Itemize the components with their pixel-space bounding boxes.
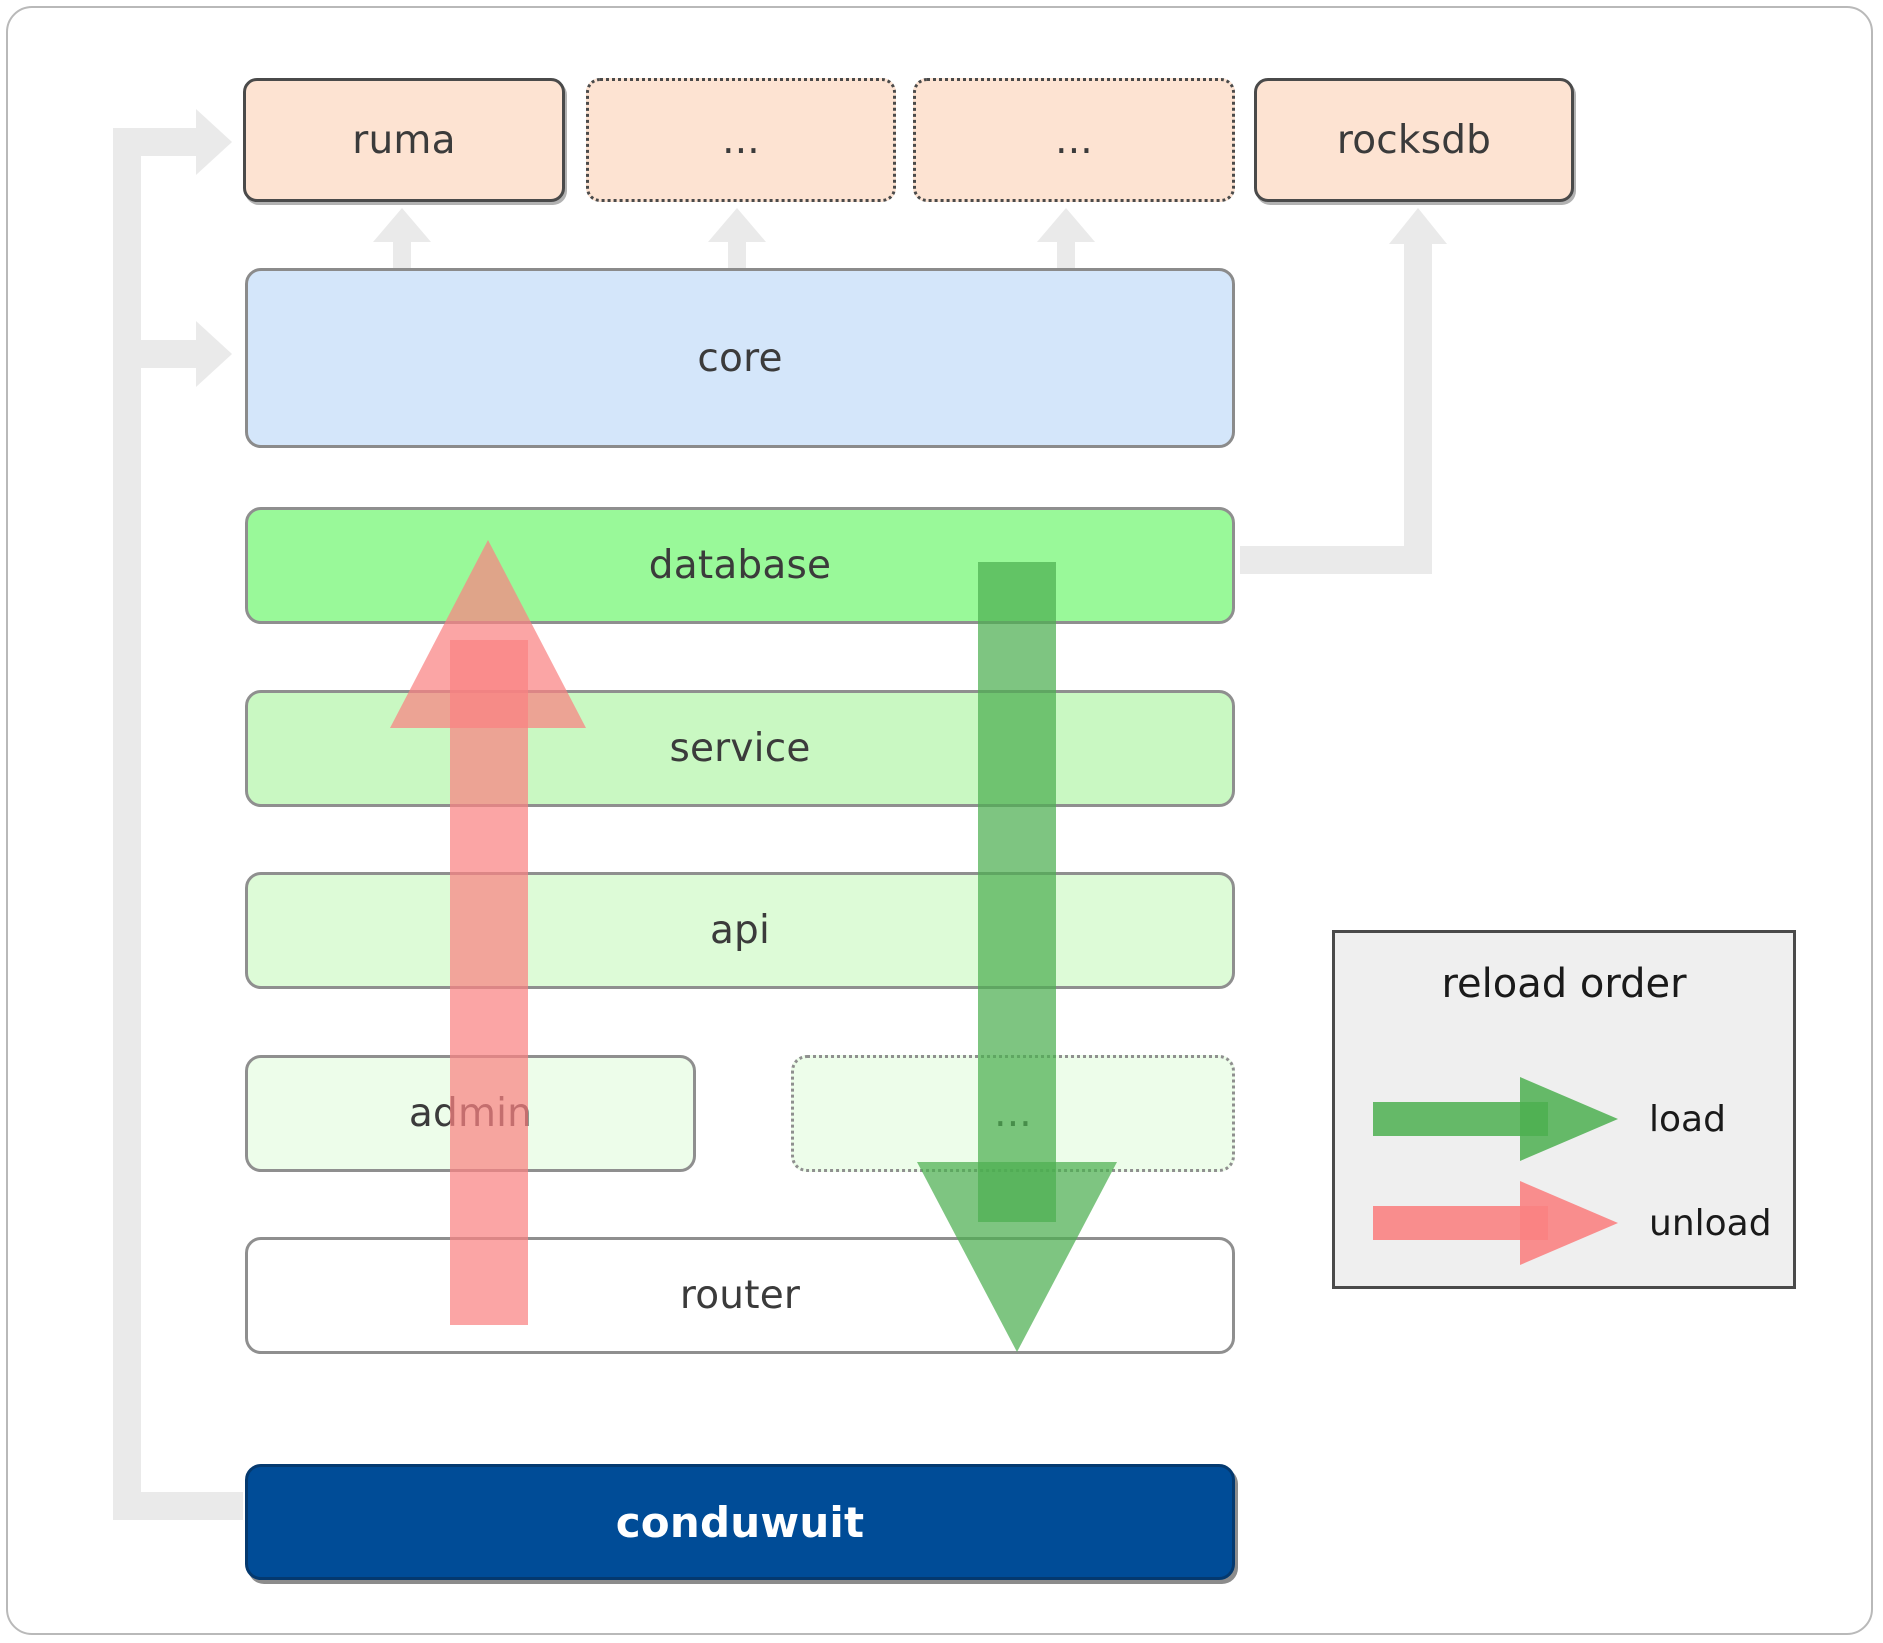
layer-box-api[interactable]: api — [245, 872, 1235, 989]
dependency-box-2[interactable]: ... — [586, 78, 896, 202]
pipe-arrow-core-icon — [196, 321, 232, 387]
legend-box: reload order load — [1332, 930, 1796, 1289]
pipe-database-to-rocksdb-h — [1240, 546, 1418, 574]
legend-label-unload: unload — [1649, 1202, 1772, 1244]
dependency-box-ruma[interactable]: ruma — [243, 78, 565, 202]
pipe-database-to-rocksdb-v — [1404, 244, 1432, 574]
pipe-branch-ruma — [113, 128, 208, 156]
dependency-box-3[interactable]: ... — [913, 78, 1235, 202]
pipe-arrow-ruma-up-icon — [373, 208, 431, 242]
pipe-core-to-ruma — [393, 238, 411, 276]
pipe-arrow-dep2-up-icon — [708, 208, 766, 242]
layer-label-service: service — [669, 726, 811, 771]
legend-label-load: load — [1649, 1098, 1726, 1140]
pipe-conduwuit-stub — [113, 1492, 243, 1520]
pipe-arrow-ruma-icon — [196, 109, 232, 175]
layer-label-api: api — [709, 908, 771, 953]
unload-arrow-icon — [1373, 1181, 1623, 1265]
legend-title: reload order — [1441, 961, 1687, 1007]
conduwuit-box[interactable]: conduwuit — [245, 1464, 1235, 1580]
pipe-core-to-dep3 — [1057, 238, 1075, 276]
pipe-core-to-dep2 — [728, 238, 746, 276]
dependency-label-ruma: ruma — [352, 117, 456, 163]
load-flow-arrow — [912, 562, 1122, 1352]
pipe-arrow-rocksdb-icon — [1389, 208, 1447, 244]
legend-row-load: load — [1373, 1077, 1726, 1161]
pipe-left-trunk — [113, 128, 141, 1520]
dependency-box-rocksdb[interactable]: rocksdb — [1254, 78, 1574, 202]
core-label: core — [697, 335, 783, 381]
unload-flow-arrow — [388, 540, 588, 1325]
pipe-branch-core — [113, 340, 208, 368]
layer-label-router: router — [679, 1273, 801, 1318]
pipe-arrow-dep3-up-icon — [1037, 208, 1095, 242]
load-arrow-icon — [1373, 1077, 1623, 1161]
dependency-label-2: ... — [722, 117, 760, 163]
dependency-label-3: ... — [1055, 117, 1093, 163]
legend-row-unload: unload — [1373, 1181, 1772, 1265]
layer-label-database: database — [648, 543, 832, 588]
core-box[interactable]: core — [245, 268, 1235, 448]
conduwuit-label: conduwuit — [615, 1497, 865, 1547]
dependency-label-rocksdb: rocksdb — [1336, 117, 1492, 163]
